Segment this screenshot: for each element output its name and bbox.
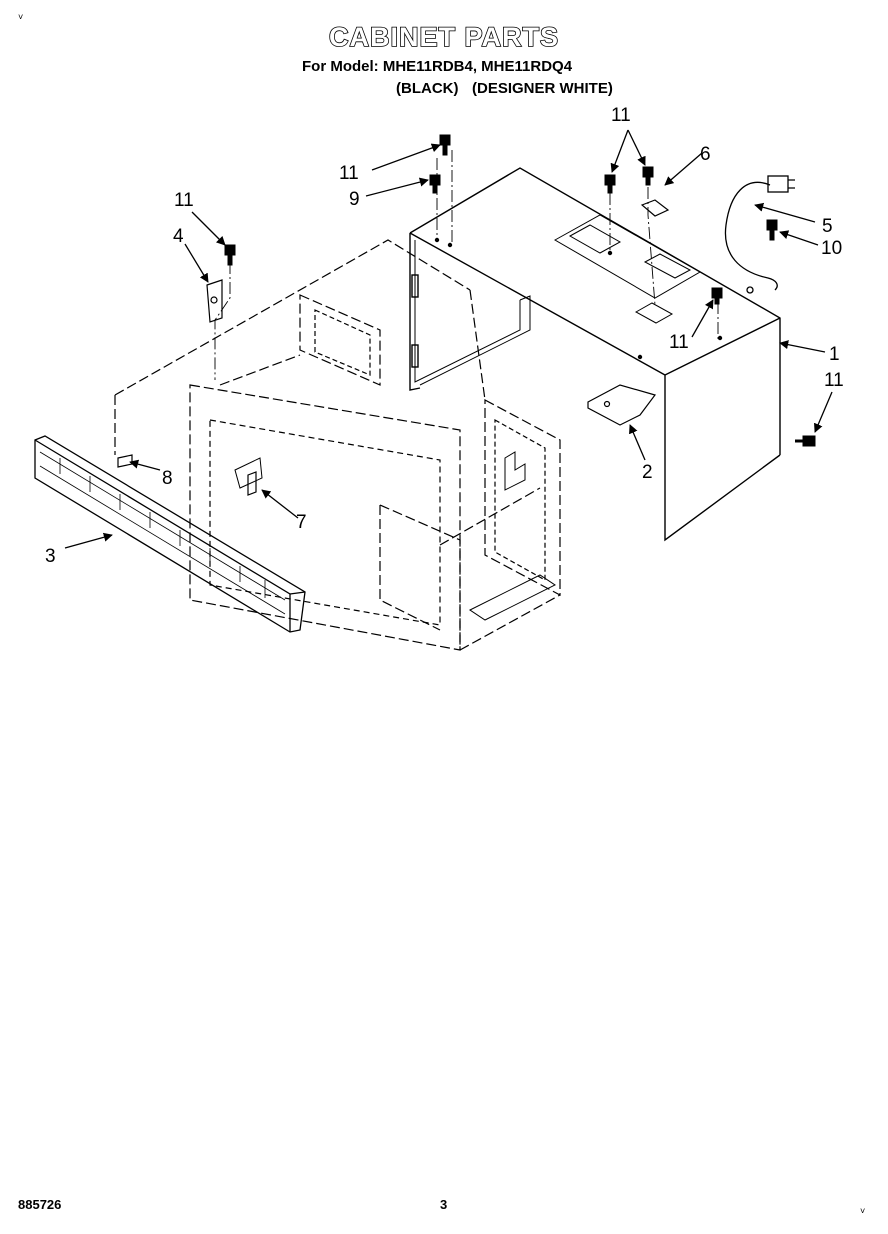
oven-cavity: [114, 239, 561, 651]
callout-1: 1: [829, 344, 840, 365]
doc-number: 885726: [18, 1197, 62, 1212]
callout-11-left: 11: [174, 190, 194, 211]
vent-grille: [34, 435, 306, 633]
callout-5: 5: [822, 216, 833, 237]
variant-black: (BLACK): [396, 80, 459, 97]
bracket-part-2: [587, 384, 657, 426]
callout-7: 7: [296, 512, 307, 533]
callout-11-side: 11: [824, 370, 844, 391]
callout-2: 2: [642, 462, 653, 483]
clip-part-8: [117, 454, 133, 468]
corner-mark-bottom: ˅: [860, 1206, 866, 1216]
callout-11-right: 11: [611, 105, 631, 126]
model-line: For Model: MHE11RDB4, MHE11RDQ4: [302, 58, 573, 75]
callout-arrows: [64, 129, 833, 549]
callout-6: 6: [700, 144, 711, 165]
page-title: CABINET PARTS: [328, 21, 559, 53]
power-cord: [724, 175, 795, 294]
clip-part-6: [640, 199, 670, 217]
page-number: 3: [440, 1197, 448, 1212]
screws: [224, 134, 816, 447]
cabinet-wrapper: [409, 167, 781, 542]
callout-11-middle: 11: [669, 332, 689, 353]
variant-white: (DESIGNER WHITE): [472, 80, 613, 97]
callout-4: 4: [173, 226, 184, 247]
callout-8: 8: [162, 468, 173, 489]
cavity-details: [234, 451, 556, 621]
callout-11-top: 11: [339, 163, 359, 184]
callout-9: 9: [349, 189, 360, 210]
corner-mark-top: ˅: [18, 12, 24, 22]
clip-part-7: [247, 471, 257, 496]
bracket-part-4: [206, 279, 223, 323]
callout-3: 3: [45, 546, 56, 567]
callout-10: 10: [821, 238, 842, 259]
